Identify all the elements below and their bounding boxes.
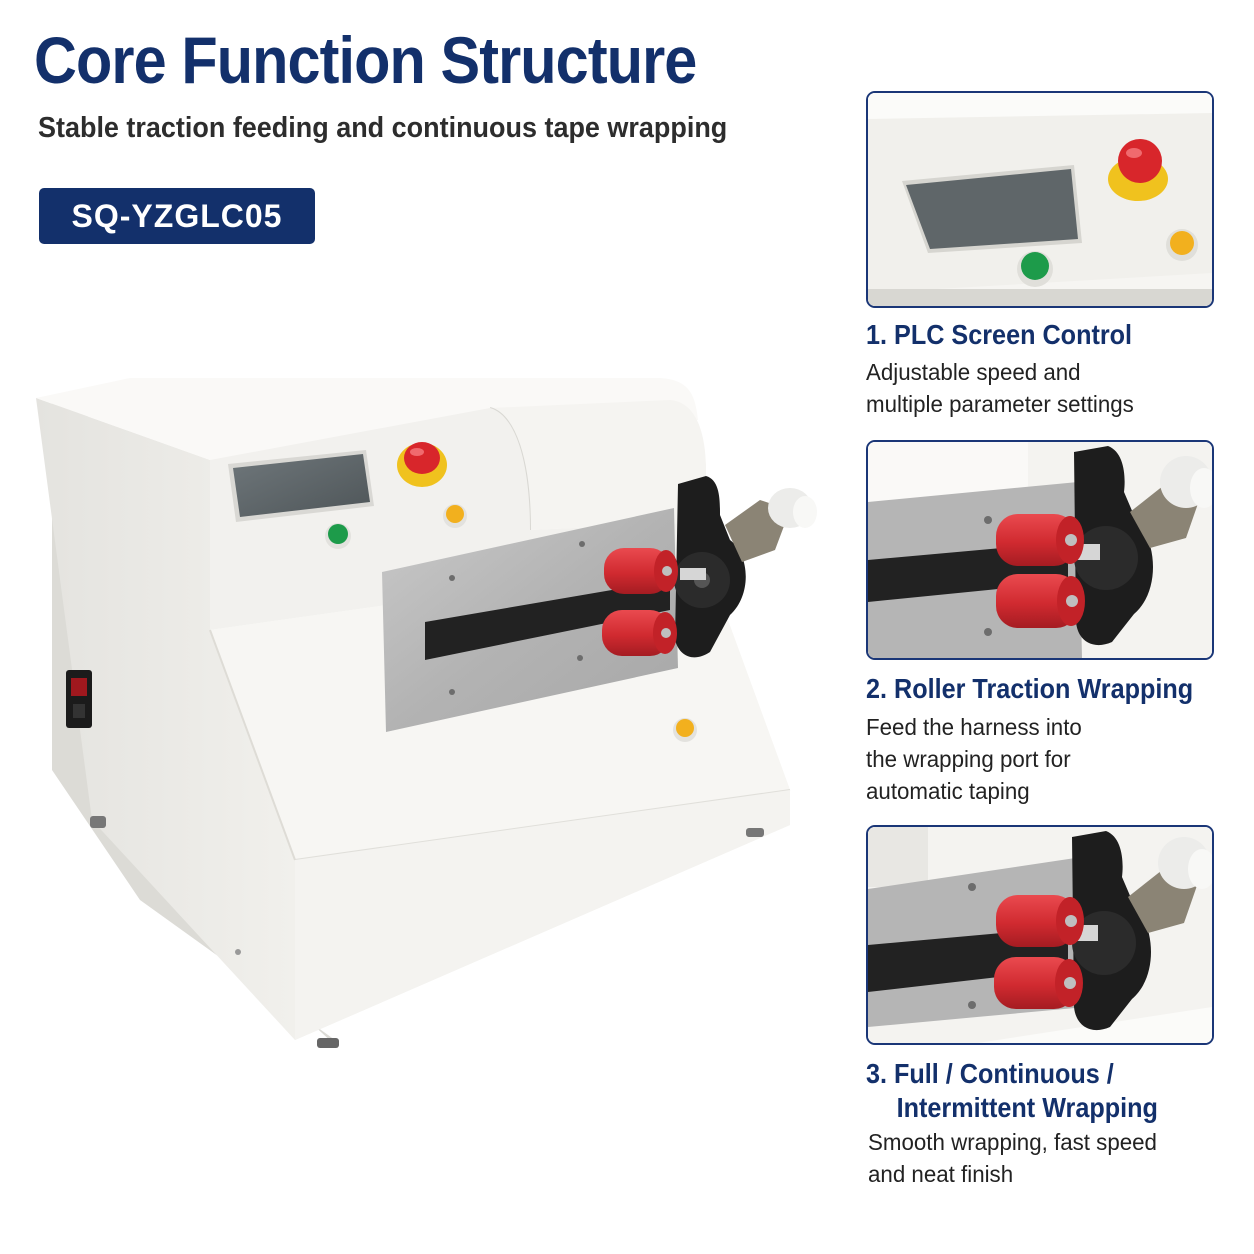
- plc-touch-screen[interactable]: [228, 450, 374, 522]
- upper-roller: [996, 514, 1084, 566]
- lower-roller: [602, 610, 677, 656]
- feature-image-wrapping: [866, 825, 1214, 1045]
- page-subtitle: Stable traction feeding and continuous t…: [38, 112, 728, 144]
- feature-text-3: Smooth wrapping, fast speed and neat fin…: [868, 1129, 1157, 1187]
- page-title: Core Function Structure: [34, 23, 697, 97]
- machine-illustration: [36, 378, 817, 1048]
- lower-roller: [996, 574, 1085, 628]
- model-badge: SQ-YZGLC05: [39, 188, 315, 244]
- wrapping-head: [1068, 446, 1212, 646]
- feature-heading-2: 2. Roller Traction Wrapping: [866, 673, 1194, 704]
- pause-button-icon[interactable]: [673, 718, 697, 742]
- emergency-stop-icon[interactable]: [397, 442, 447, 487]
- feature-text-2: Feed the harness into the wrapping port …: [866, 714, 1082, 804]
- wrapping-port-slot: [425, 580, 670, 660]
- upper-roller: [604, 548, 678, 594]
- machine-top: [36, 378, 698, 460]
- wrapping-head: [1068, 831, 1212, 1031]
- feature-image-roller: [866, 440, 1214, 660]
- upper-roller: [996, 895, 1084, 947]
- wrapping-head: [674, 476, 817, 658]
- reset-button-icon[interactable]: [443, 504, 467, 528]
- power-switch-icon[interactable]: [66, 670, 92, 728]
- feature-heading-1: 1. PLC Screen Control: [866, 319, 1133, 350]
- feature-heading-3: 3. Full / Continuous / Intermittent Wrap…: [866, 1058, 1158, 1123]
- lower-roller: [994, 957, 1083, 1009]
- reset-button-icon: [1166, 229, 1198, 261]
- start-button-icon: [1017, 251, 1053, 287]
- emergency-stop-icon: [1108, 139, 1168, 201]
- feature-image-plc: [866, 91, 1214, 308]
- start-button-icon[interactable]: [325, 523, 351, 549]
- machine-side-panel: [36, 398, 295, 1040]
- feature-text-1: Adjustable speed and multiple parameter …: [866, 359, 1134, 417]
